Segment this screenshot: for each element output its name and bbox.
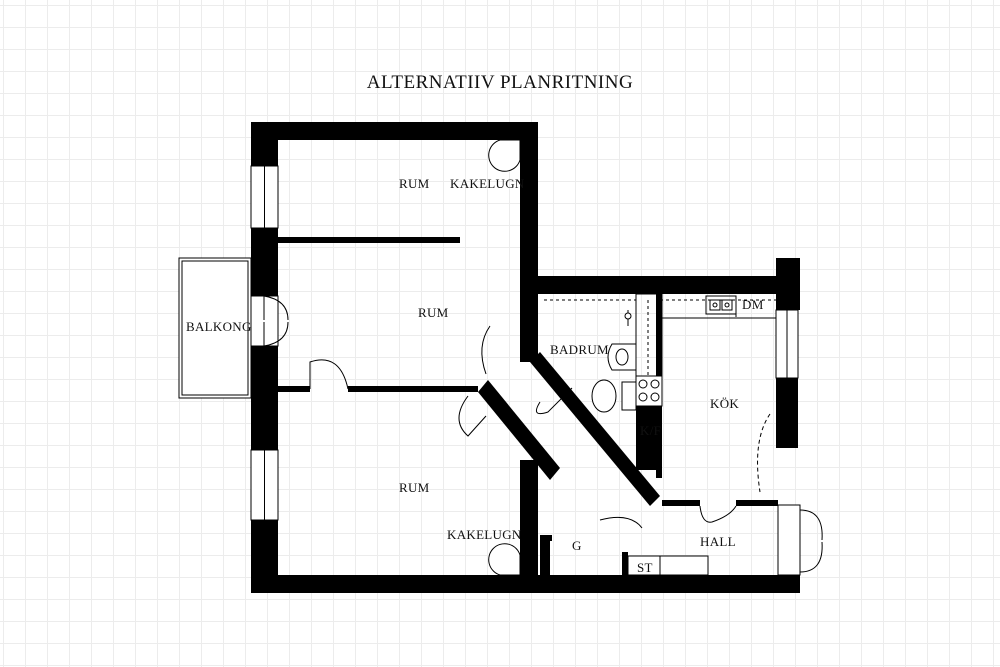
kakelugn-label-top: KAKELUGN <box>450 176 525 191</box>
kitchen-counter <box>660 295 776 319</box>
room-label-rum-bottom: RUM <box>399 480 430 495</box>
plan-title: ALTERNATIIV PLANRITNING <box>366 72 634 93</box>
room-label-balkong: BALKONG <box>186 319 252 334</box>
room-label-hall: HALL <box>700 534 736 549</box>
label-dm: DM <box>742 297 764 312</box>
room-label-rum-middle: RUM <box>418 305 449 320</box>
kitchen-window <box>775 309 799 379</box>
hall-short-wall <box>622 552 628 575</box>
balcony <box>178 257 252 399</box>
label-st: ST <box>637 560 653 575</box>
label-kf: K/F <box>640 423 662 438</box>
stove <box>635 375 663 407</box>
kakelugn-label-bottom: KAKELUGN <box>447 527 522 542</box>
balcony-door <box>250 295 289 347</box>
label-g: G <box>572 538 582 553</box>
entrance-door <box>777 504 823 576</box>
room-label-kok: KÖK <box>710 396 740 411</box>
left-windows <box>250 165 279 521</box>
door-swings <box>309 325 771 529</box>
bathroom-fixtures <box>544 299 637 413</box>
kakelugn-stoves <box>488 139 521 576</box>
room-label-rum-top: RUM <box>399 176 430 191</box>
room-label-badrum: BADRUM <box>550 342 609 357</box>
